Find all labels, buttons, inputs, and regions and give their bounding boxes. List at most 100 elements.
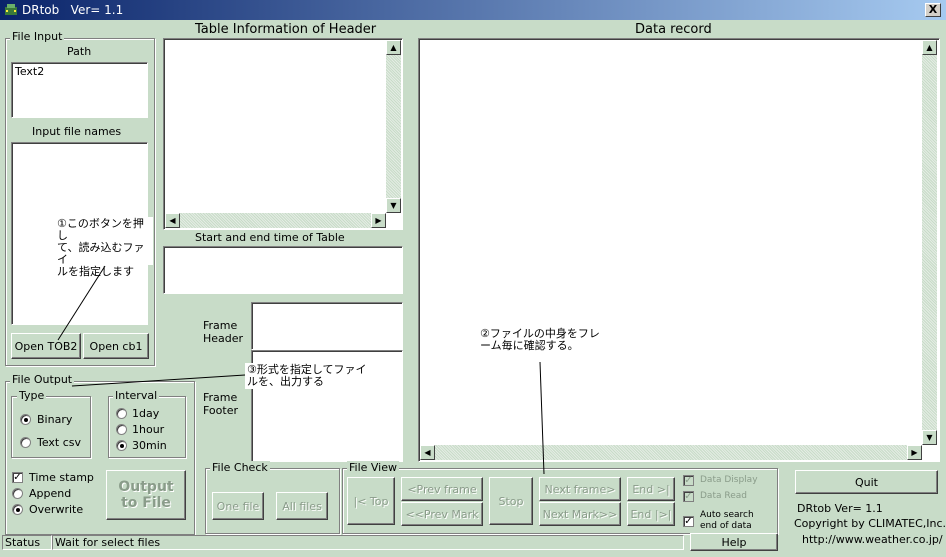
annotation-note-3: ③形式を指定してファイ ルを、出力する bbox=[245, 363, 375, 389]
frame-footer-label-1: Frame bbox=[203, 391, 238, 404]
all-files-button[interactable]: All files bbox=[276, 492, 328, 520]
status-label: Status bbox=[5, 536, 41, 549]
frame-header-label-2: Header bbox=[203, 332, 244, 345]
interval-1hour-radio[interactable] bbox=[116, 424, 127, 435]
close-button[interactable]: X bbox=[925, 3, 941, 17]
scroll-up-icon[interactable]: ▲ bbox=[386, 40, 401, 55]
interval-30min-label[interactable]: 30min bbox=[132, 439, 167, 452]
auto-search-label-1[interactable]: Auto search bbox=[700, 510, 754, 520]
annotation-note-2: ②ファイルの中身をフレ ーム毎に確認する。 bbox=[478, 327, 602, 355]
data-record-vscroll[interactable] bbox=[922, 40, 937, 445]
copyright-text: Copyright by CLIMATEC,Inc. bbox=[794, 517, 946, 530]
table-header-vscroll[interactable] bbox=[386, 40, 401, 213]
file-view-legend: File View bbox=[347, 461, 400, 474]
prev-mark-button[interactable]: <<Prev Mark bbox=[401, 502, 483, 526]
open-tob2-button[interactable]: Open TOB2 bbox=[11, 333, 81, 359]
one-file-button[interactable]: One file bbox=[212, 492, 264, 520]
scroll-right-icon[interactable]: ▶ bbox=[371, 213, 386, 228]
next-frame-button[interactable]: Next frame> bbox=[539, 477, 621, 501]
next-mark-button[interactable]: Next Mark>> bbox=[539, 502, 621, 526]
help-button[interactable]: Help bbox=[690, 533, 778, 551]
type-group bbox=[11, 396, 91, 458]
file-output-group bbox=[5, 381, 195, 535]
text-csv-label[interactable]: Text csv bbox=[37, 436, 82, 449]
append-radio[interactable] bbox=[12, 488, 23, 499]
note1-line2: て、読み込むファイ bbox=[57, 241, 145, 266]
output-label-line1: Output bbox=[118, 479, 174, 495]
binary-radio[interactable] bbox=[20, 414, 31, 425]
frame-footer-label-2: Footer bbox=[203, 404, 238, 417]
note1-line3: ルを指定します bbox=[57, 265, 134, 278]
quit-button[interactable]: Quit bbox=[795, 470, 938, 494]
data-read-label[interactable]: Data Read bbox=[700, 491, 747, 501]
frame-header-field[interactable] bbox=[251, 302, 403, 350]
data-display-checkbox[interactable]: ✓ bbox=[683, 475, 694, 486]
scroll-down-icon[interactable]: ▼ bbox=[386, 198, 401, 213]
text-csv-radio[interactable] bbox=[20, 437, 31, 448]
input-file-names-label: Input file names bbox=[32, 125, 122, 138]
interval-1day-label[interactable]: 1day bbox=[132, 407, 160, 420]
data-record-hscroll[interactable] bbox=[420, 445, 922, 460]
scroll-up-icon[interactable]: ▲ bbox=[922, 40, 937, 55]
append-label[interactable]: Append bbox=[29, 487, 72, 500]
stop-button[interactable]: Stop bbox=[489, 477, 533, 525]
path-label: Path bbox=[67, 45, 92, 58]
interval-1hour-label[interactable]: 1hour bbox=[132, 423, 165, 436]
scroll-left-icon[interactable]: ◀ bbox=[420, 445, 435, 460]
version-text: DRtob Ver= 1.1 bbox=[797, 502, 883, 515]
open-cb1-button[interactable]: Open cb1 bbox=[83, 333, 149, 359]
binary-label[interactable]: Binary bbox=[37, 413, 73, 426]
scroll-left-icon[interactable]: ◀ bbox=[165, 213, 180, 228]
file-input-group bbox=[5, 38, 155, 366]
data-record-title: Data record bbox=[635, 22, 712, 37]
table-header-hscroll[interactable] bbox=[165, 213, 386, 228]
table-header-title: Table Information of Header bbox=[195, 22, 377, 37]
top-button[interactable]: |< Top bbox=[347, 477, 395, 525]
note3-line1: ③形式を指定してファイ bbox=[247, 363, 367, 376]
interval-1day-radio[interactable] bbox=[116, 408, 127, 419]
file-input-legend: File Input bbox=[10, 30, 65, 43]
overwrite-radio[interactable] bbox=[12, 504, 23, 515]
url-text: http://www.weather.co.jp/ bbox=[802, 533, 943, 546]
timestamp-label[interactable]: Time stamp bbox=[29, 471, 94, 484]
prev-frame-button[interactable]: <Prev frame bbox=[401, 477, 483, 501]
file-check-group bbox=[205, 468, 340, 534]
output-label-line2: to File bbox=[121, 495, 171, 511]
title-bar bbox=[0, 0, 946, 20]
status-label-box bbox=[2, 535, 52, 550]
start-end-time-label: Start and end time of Table bbox=[195, 231, 345, 244]
note3-line2: ルを、出力する bbox=[247, 375, 324, 388]
overwrite-label[interactable]: Overwrite bbox=[29, 503, 84, 516]
end-button-2[interactable]: End |>| bbox=[627, 502, 675, 526]
table-header-list[interactable] bbox=[163, 38, 403, 230]
data-display-label[interactable]: Data Display bbox=[700, 475, 758, 485]
file-output-legend: File Output bbox=[10, 373, 75, 386]
note2-line1: ②ファイルの中身をフレ bbox=[480, 327, 600, 340]
frame-header-label-1: Frame bbox=[203, 319, 238, 332]
interval-legend: Interval bbox=[113, 389, 160, 402]
auto-search-checkbox[interactable]: ✓ bbox=[683, 516, 694, 527]
data-read-checkbox[interactable]: ✓ bbox=[683, 491, 694, 502]
auto-search-label-2[interactable]: end of data bbox=[700, 521, 752, 531]
end-button-1[interactable]: End >| bbox=[627, 477, 675, 501]
path-field[interactable]: Text2 bbox=[11, 62, 148, 118]
scroll-right-icon[interactable]: ▶ bbox=[907, 445, 922, 460]
path-value: Text2 bbox=[15, 65, 45, 78]
note2-line2: ーム毎に確認する。 bbox=[480, 339, 579, 352]
annotation-note-1: ①このボタンを押し て、読み込むファイ ルを指定します bbox=[55, 217, 153, 278]
start-end-time-field[interactable] bbox=[163, 246, 403, 294]
note1-line1: ①このボタンを押し bbox=[57, 217, 144, 242]
scroll-down-icon[interactable]: ▼ bbox=[922, 430, 937, 445]
file-view-group bbox=[342, 468, 778, 534]
type-legend: Type bbox=[17, 389, 47, 402]
timestamp-checkbox[interactable]: ✓ bbox=[12, 472, 23, 483]
app-icon bbox=[5, 4, 17, 15]
file-check-legend: File Check bbox=[210, 461, 270, 474]
data-record-list[interactable] bbox=[418, 38, 940, 462]
output-to-file-button[interactable]: Output to File bbox=[106, 470, 186, 520]
status-message-box bbox=[52, 535, 684, 550]
interval-30min-radio[interactable] bbox=[116, 440, 127, 451]
status-message: Wait for select files bbox=[55, 536, 161, 549]
window-title: DRtob Ver= 1.1 bbox=[22, 3, 124, 17]
